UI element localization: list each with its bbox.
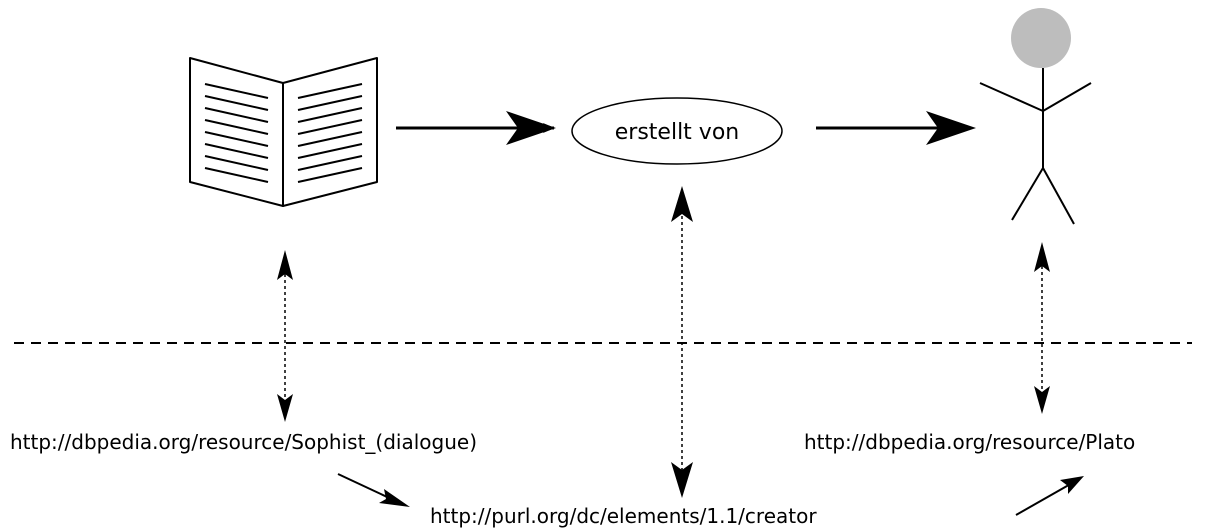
object-mapping-arrow (1034, 242, 1050, 414)
predicate-label: erstellt von (615, 120, 739, 145)
predicate-mapping-arrow (671, 186, 693, 498)
subject-to-predicate-uri-arrow (337, 473, 410, 507)
subject-to-predicate-arrowhead (506, 111, 556, 145)
predicate-node: erstellt von (571, 97, 783, 165)
subject-uri-label: http://dbpedia.org/resource/Sophist_(dia… (10, 430, 477, 454)
predicate-uri-label: http://purl.org/dc/elements/1.1/creator (430, 504, 817, 528)
subject-mapping-arrow (277, 250, 293, 422)
open-book-icon (189, 57, 378, 207)
predicate-to-object-arrowhead (926, 111, 976, 145)
object-uri-label: http://dbpedia.org/resource/Plato (804, 430, 1135, 454)
predicate-to-object-uri-arrow (1015, 476, 1084, 516)
stick-figure-person-icon (979, 8, 1092, 225)
